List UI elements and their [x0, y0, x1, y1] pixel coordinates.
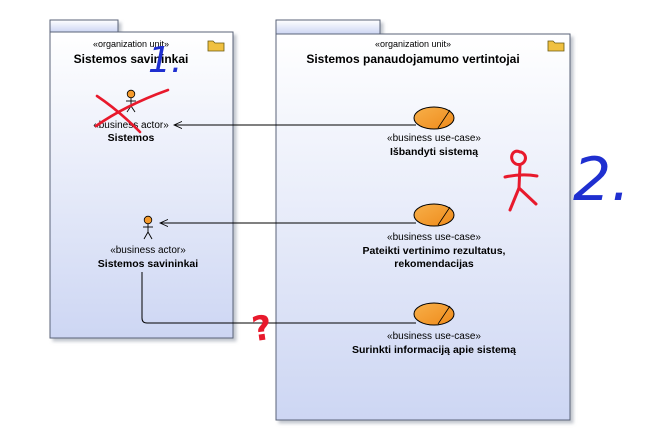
blue-number-1: 1. [148, 40, 182, 81]
red-stick-figure-icon [503, 149, 539, 212]
use-case-name-line2: rekomendacijas [394, 258, 474, 270]
organization-unit-evaluators[interactable]: «organization unit» Sistemos panaudojamu… [275, 19, 571, 421]
red-question-mark: ? [249, 308, 274, 350]
use-case-ellipse-icon [413, 203, 455, 227]
red-cross-out-mark [94, 88, 170, 134]
unit-title: Sistemos panaudojamumo vertintojai [306, 52, 519, 66]
actor-stereotype: «business actor» [110, 245, 186, 256]
blue-annotation-2: 2. [573, 145, 630, 215]
use-case-stereotype: «business use-case» [387, 232, 481, 243]
business-actor-owners[interactable]: «business actor» Sistemos savininkai [98, 215, 198, 270]
use-case-ellipse-icon [413, 106, 455, 130]
actor-stereotype: «business actor» [93, 120, 169, 131]
business-use-case-collect-info[interactable]: «business use-case» Surinkti informaciją… [352, 302, 516, 356]
blue-annotation-1: 1. [148, 40, 182, 81]
unit-stereotype: «organization unit» [93, 39, 169, 49]
red-question-annotation: ? [249, 308, 274, 350]
actor-name: Sistemos savininkai [98, 258, 198, 270]
use-case-stereotype: «business use-case» [387, 331, 481, 342]
blue-number-2: 2. [573, 145, 630, 215]
person-icon [143, 215, 153, 240]
folder-icon [547, 40, 565, 52]
use-case-ellipse-icon [413, 302, 455, 326]
unit-title: Sistemos savininkai [74, 52, 189, 66]
use-case-name: Išbandyti sistemą [390, 146, 478, 158]
association-actor2-uc3 [141, 272, 416, 324]
actor-name: Sistemos [108, 132, 155, 144]
use-case-stereotype: «business use-case» [387, 133, 481, 144]
business-use-case-submit-results[interactable]: «business use-case» Pateikti vertinimo r… [363, 203, 506, 270]
association-lines [141, 125, 416, 324]
business-use-case-test-system[interactable]: «business use-case» Išbandyti sistemą [387, 106, 481, 158]
unit-stereotype: «organization unit» [375, 39, 451, 49]
use-case-name-line1: Pateikti vertinimo rezultatus, [363, 245, 506, 257]
use-case-name: Surinkti informaciją apie sistemą [352, 344, 516, 356]
folder-icon [207, 40, 225, 52]
